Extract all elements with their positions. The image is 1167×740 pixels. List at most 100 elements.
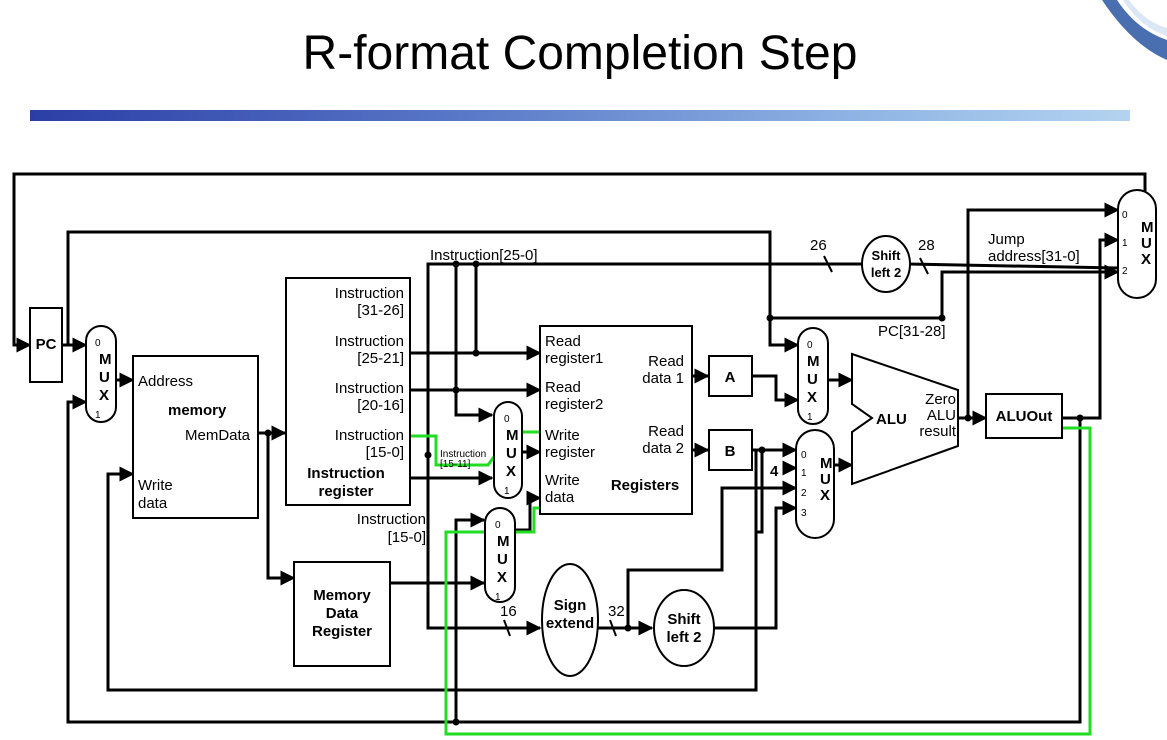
svg-text:M: M <box>820 455 833 472</box>
sign-extend: Sign extend <box>541 563 599 677</box>
shift-left-2-top: Shift left 2 <box>861 235 911 293</box>
svg-text:Read: Read <box>648 423 684 440</box>
svg-text:address[31-0]: address[31-0] <box>988 248 1080 265</box>
svg-text:M: M <box>807 353 820 370</box>
svg-text:data 2: data 2 <box>642 440 684 457</box>
svg-text:ALUOut: ALUOut <box>996 408 1053 425</box>
svg-text:U: U <box>820 471 831 488</box>
svg-text:U: U <box>497 551 508 568</box>
svg-text:M: M <box>497 533 510 550</box>
write-data-mux: 0 M U X 1 <box>484 507 516 603</box>
svg-text:U: U <box>807 371 818 388</box>
alu: ALU Zero ALU result <box>851 352 959 486</box>
svg-text:Shift: Shift <box>872 248 902 263</box>
svg-text:Shift: Shift <box>667 611 700 628</box>
svg-text:[25-21]: [25-21] <box>357 350 404 367</box>
svg-text:left 2: left 2 <box>666 629 701 646</box>
slide-title: R-format Completion Step <box>302 27 858 80</box>
svg-text:[15-0]: [15-0] <box>366 444 404 461</box>
svg-text:2: 2 <box>801 488 807 499</box>
memory-data-register: Memory Data Register <box>293 561 391 667</box>
corner-swoosh-logo <box>1102 0 1167 60</box>
svg-text:data: data <box>545 489 575 506</box>
svg-text:register: register <box>318 483 373 500</box>
svg-text:Instruction[25-0]: Instruction[25-0] <box>430 247 538 264</box>
bus-width-marks <box>503 255 929 637</box>
svg-text:26: 26 <box>810 237 827 254</box>
address-mux: 0 M U X 1 <box>85 325 117 423</box>
svg-text:0: 0 <box>95 338 101 349</box>
svg-text:Instruction: Instruction <box>307 465 385 482</box>
register-file: Read register1 Read register2 Write regi… <box>539 325 693 515</box>
svg-text:Read: Read <box>545 333 581 350</box>
a-register: A <box>708 355 753 397</box>
svg-text:Write: Write <box>545 472 580 489</box>
svg-text:PC[31-28]: PC[31-28] <box>878 323 946 340</box>
svg-text:result: result <box>919 423 957 440</box>
svg-text:Jump: Jump <box>988 231 1025 248</box>
svg-text:Write: Write <box>138 477 173 494</box>
svg-text:1: 1 <box>1122 238 1128 249</box>
svg-text:Read: Read <box>545 379 581 396</box>
svg-text:0: 0 <box>504 414 510 425</box>
svg-text:memory: memory <box>168 402 227 419</box>
svg-text:Data: Data <box>326 605 359 622</box>
title-underline-bar <box>30 110 1130 121</box>
svg-text:X: X <box>807 389 817 406</box>
svg-text:Memory: Memory <box>313 587 371 604</box>
svg-text:M: M <box>99 351 112 368</box>
shift-left-2-bottom: Shift left 2 <box>653 589 715 667</box>
instruction-register: Instruction [31-26] Instruction [25-21] … <box>285 277 411 506</box>
svg-text:Instruction: Instruction <box>357 511 426 528</box>
svg-text:MemData: MemData <box>185 427 251 444</box>
alu-src-b-mux: 0 1 2 3 M U X <box>795 429 835 539</box>
svg-text:register: register <box>545 444 595 461</box>
svg-text:M: M <box>506 427 519 444</box>
svg-text:Address: Address <box>138 373 193 390</box>
svg-text:1: 1 <box>95 410 101 421</box>
svg-text:Instruction: Instruction <box>335 427 404 444</box>
datapath-wires <box>12 172 1147 724</box>
aluout-register: ALUOut <box>985 393 1063 439</box>
svg-text:Zero: Zero <box>925 391 956 408</box>
svg-text:X: X <box>820 487 830 504</box>
svg-text:0: 0 <box>801 450 807 461</box>
svg-text:ALU: ALU <box>927 407 956 424</box>
svg-text:[31-26]: [31-26] <box>357 302 404 319</box>
pc-source-mux: 0 1 2 M U X <box>1117 189 1157 299</box>
svg-text:Instruction: Instruction <box>335 285 404 302</box>
multicycle-datapath-diagram: PC 0 M U X 1 Address memory MemData Writ… <box>12 172 1157 736</box>
svg-text:M: M <box>1141 219 1154 236</box>
svg-text:extend: extend <box>546 615 594 632</box>
svg-text:3: 3 <box>801 508 807 519</box>
svg-text:B: B <box>725 443 736 460</box>
svg-text:0: 0 <box>1122 210 1128 221</box>
svg-text:Instruction: Instruction <box>440 449 486 460</box>
svg-text:Register: Register <box>312 623 372 640</box>
b-register: B <box>708 429 753 471</box>
svg-text:4: 4 <box>770 463 779 480</box>
svg-text:1: 1 <box>504 486 510 497</box>
svg-text:X: X <box>506 463 516 480</box>
svg-text:[15-0]: [15-0] <box>388 529 426 546</box>
svg-text:register1: register1 <box>545 350 603 367</box>
svg-text:ALU: ALU <box>876 411 907 428</box>
svg-text:X: X <box>497 569 507 586</box>
svg-text:U: U <box>506 445 517 462</box>
write-register-mux: 0 M U X 1 <box>493 401 523 499</box>
svg-text:16: 16 <box>500 603 517 620</box>
svg-text:X: X <box>99 387 109 404</box>
svg-text:X: X <box>1141 251 1151 268</box>
svg-text:32: 32 <box>608 603 625 620</box>
svg-text:U: U <box>1141 235 1152 252</box>
svg-text:Instruction: Instruction <box>335 333 404 350</box>
svg-text:[20-16]: [20-16] <box>357 397 404 414</box>
svg-text:data 1: data 1 <box>642 370 684 387</box>
svg-text:0: 0 <box>807 340 813 351</box>
pc-block: PC <box>29 307 63 383</box>
svg-text:data: data <box>138 495 168 512</box>
svg-text:A: A <box>725 369 736 386</box>
svg-text:Write: Write <box>545 427 580 444</box>
svg-text:U: U <box>99 369 110 386</box>
memory-block: Address memory MemData Write data <box>132 355 259 519</box>
